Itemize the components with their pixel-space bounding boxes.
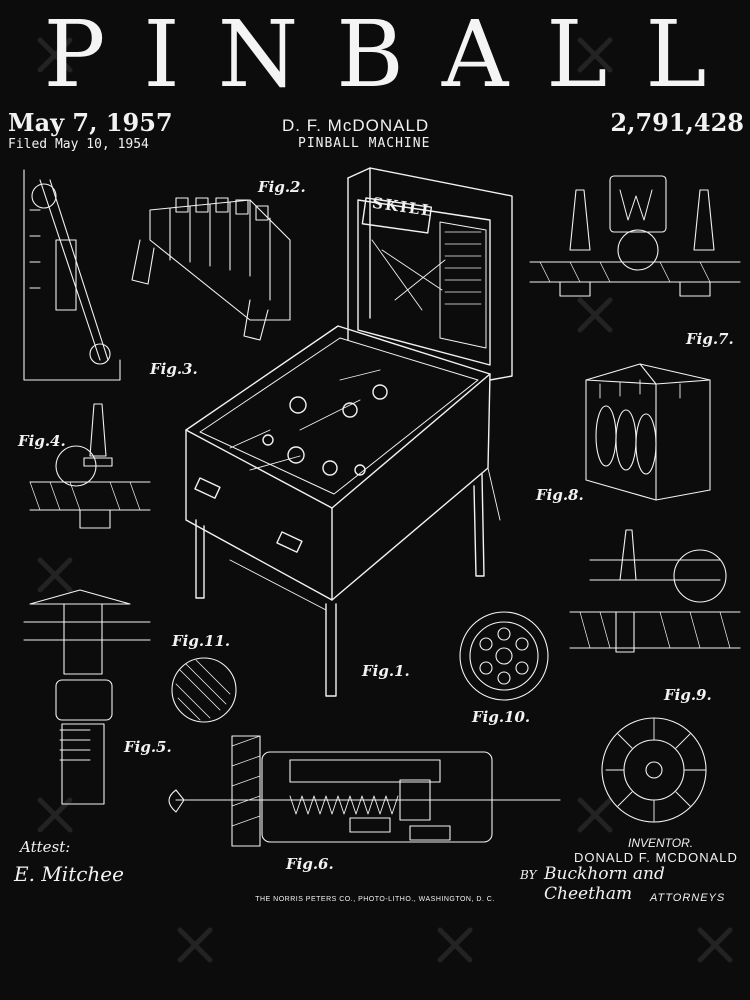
patent-number: 2,791,428 <box>610 108 744 137</box>
inventor-header: D. F. McDONALD <box>282 116 430 135</box>
fig2-drawing <box>131 197 291 341</box>
attorneys-label: ATTORNEYS <box>650 892 726 904</box>
by-label: BY <box>520 868 537 882</box>
fig9-label: Fig.9. <box>664 686 712 704</box>
inventor-label: INVENTOR. <box>628 836 694 850</box>
printer-credit: THE NORRIS PETERS CO., PHOTO-LITHO., WAS… <box>255 896 495 903</box>
filed-date: Filed May 10, 1954 <box>8 137 149 152</box>
fig8-drawing <box>585 363 711 501</box>
fig5-drawing <box>23 589 151 805</box>
fig4-label: Fig.4. <box>18 432 66 450</box>
fig5-label: Fig.5. <box>124 738 172 756</box>
attorney-signature: Buckhorn and Cheetham <box>544 864 665 904</box>
fig2-label: Fig.2. <box>258 178 306 196</box>
fig11-label: Fig.11. <box>172 632 231 650</box>
fig4-drawing <box>29 403 151 529</box>
fig6-label: Fig.6. <box>286 855 334 873</box>
page-title: PINBALL <box>43 1 745 108</box>
fig6-drawing <box>168 735 561 847</box>
fig7-label: Fig.7. <box>686 330 734 348</box>
attest-signature: E. Mitchee <box>14 862 124 886</box>
fig3-drawing <box>23 169 121 381</box>
fig8-label: Fig.8. <box>536 486 584 504</box>
patent-date: May 7, 1957 <box>8 108 173 137</box>
fig10-label: Fig.10. <box>472 708 531 726</box>
fig9-gear-drawing <box>601 717 707 823</box>
invention-title: PINBALL MACHINE <box>298 136 431 151</box>
fig1-label: Fig.1. <box>362 662 410 680</box>
inventor-name: DONALD F. MCDONALD <box>574 850 738 865</box>
fig9-top-drawing <box>569 529 741 653</box>
fig11-drawing <box>171 657 237 723</box>
fig3-label: Fig.3. <box>150 360 198 378</box>
fig7-drawing <box>529 175 741 297</box>
attest-label: Attest: <box>20 838 71 856</box>
fig1-cabinet-drawing <box>185 167 513 697</box>
fig10-drawing <box>459 611 549 701</box>
